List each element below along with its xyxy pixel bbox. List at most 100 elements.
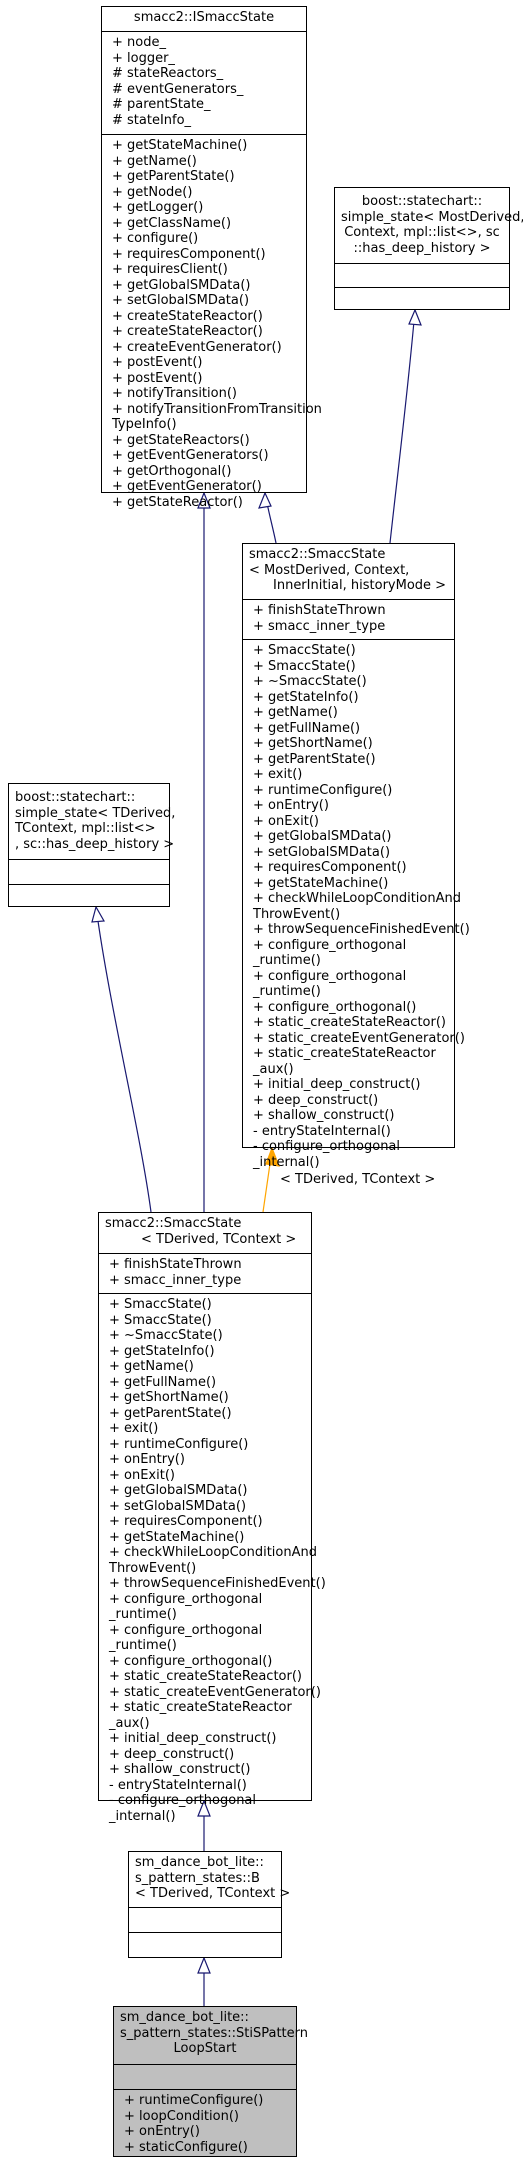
method-entry: + requiresComponent() (109, 1514, 263, 1529)
title-line: boost::statechart:: (15, 790, 136, 805)
class-box-boost-simple-state-deep[interactable]: boost::statechart::simple_state< MostDer… (334, 187, 523, 310)
inheritance-arrowhead (197, 1799, 211, 1817)
inheritance-arrowhead (408, 308, 422, 326)
method-entry: + static_createStateReactor (109, 1700, 292, 1715)
attributes-compartment (335, 263, 509, 287)
methods-compartment: + SmaccState()+ SmaccState()+ ~SmaccStat… (243, 639, 470, 1170)
class-title: boost::statechart::simple_state< TDerive… (9, 784, 175, 859)
class-title: smacc2::SmaccState< MostDerived, Context… (243, 544, 454, 599)
method-entry: + deep_construct() (253, 1092, 379, 1108)
attribute-entry: # eventGenerators_ (112, 81, 244, 97)
method-entry: _runtime() (253, 953, 321, 968)
method-entry: + getName() (253, 705, 338, 720)
method-entry: + static_createStateReactor (253, 1046, 436, 1061)
method-entry: + getGlobalSMData() (109, 1483, 248, 1498)
method-entry: + requiresComponent() (112, 246, 266, 262)
title-line: smacc2::SmaccState (249, 547, 386, 562)
attribute-entry: + smacc_inner_type (253, 618, 386, 634)
title-line: ::has_deep_history > (353, 240, 491, 256)
edge-boost-deep-to-smaccstate-template (389, 309, 416, 544)
method-entry: - entryStateInternal() (253, 1123, 391, 1139)
method-entry: + setGlobalSMData() (112, 293, 250, 308)
method-entry: + checkWhileLoopConditionAnd (109, 1545, 317, 1560)
method-entry: + getStateInfo() (253, 689, 359, 705)
method-entry: + getClassName() (112, 215, 232, 231)
class-box-smaccstate-template[interactable]: smacc2::SmaccState< MostDerived, Context… (242, 543, 470, 1170)
method-entry: + getGlobalSMData() (112, 277, 251, 293)
title-line: sm_dance_bot_lite:: (135, 1855, 264, 1870)
inheritance-arrowhead (258, 491, 272, 509)
method-entry: + onEntry() (109, 1452, 185, 1467)
method-entry: + static_createEventGenerator() (109, 1684, 321, 1700)
method-entry: + getName() (112, 153, 197, 169)
method-entry: + SmaccState() (253, 658, 356, 674)
method-entry: + static_createEventGenerator() (253, 1030, 465, 1046)
method-entry: + createStateReactor() (112, 308, 263, 324)
method-entry: + onEntry() (124, 2124, 200, 2139)
title-line: smacc2::SmaccState (105, 1216, 242, 1231)
method-entry: + configure_orthogonal (253, 937, 407, 953)
title-line: sm_dance_bot_lite:: (120, 2010, 249, 2025)
method-entry: + SmaccState() (253, 643, 356, 658)
attribute-entry: + finishStateThrown (253, 603, 386, 618)
method-entry: + configure() (112, 231, 199, 246)
method-entry: + getStateMachine() (253, 875, 389, 891)
method-entry: _aux() (253, 1061, 294, 1077)
method-entry: + getOrthogonal() (112, 463, 232, 479)
method-entry: _runtime() (253, 984, 321, 999)
method-entry: + runtimeConfigure() (124, 2093, 264, 2108)
method-entry: - configure_orthogonal (109, 1793, 257, 1808)
methods-compartment: + getStateMachine()+ getName()+ getParen… (102, 134, 322, 510)
class-box-isaccstate[interactable]: smacc2::ISmaccState + node_+ logger_# st… (101, 6, 322, 510)
method-entry: + onExit() (109, 1467, 175, 1483)
method-entry: + configure_orthogonal() (253, 999, 417, 1015)
class-box-smaccstate-tderived[interactable]: smacc2::SmaccState< TDerived, TContext >… (98, 1212, 326, 1824)
method-entry: + getLogger() (112, 200, 204, 215)
method-entry: + getStateMachine() (109, 1529, 245, 1545)
method-entry: + postEvent() (112, 355, 203, 370)
method-entry: + staticConfigure() (124, 2139, 248, 2155)
class-title: boost::statechart::simple_state< MostDer… (335, 188, 523, 263)
title-line: < TDerived, TContext > (141, 1231, 297, 1247)
method-entry: + getStateReactor() (112, 494, 243, 510)
method-entry: + runtimeConfigure() (253, 782, 393, 798)
class-box-boost-simple-state-tderived[interactable]: boost::statechart::simple_state< TDerive… (8, 783, 175, 907)
method-entry: + configure_orthogonal (109, 1622, 263, 1638)
method-entry: + runtimeConfigure() (109, 1436, 249, 1452)
method-entry: + onEntry() (253, 798, 329, 813)
methods-compartment (9, 884, 169, 906)
method-entry: + getFullName() (253, 720, 361, 736)
method-entry: _runtime() (109, 1638, 177, 1653)
attributes-compartment: + finishStateThrown+ smacc_inner_type (99, 1253, 311, 1293)
method-entry: + getShortName() (253, 736, 373, 751)
method-entry: + SmaccState() (109, 1312, 212, 1328)
method-entry: + createStateReactor() (112, 324, 263, 339)
attribute-entry: # parentState_ (112, 97, 211, 112)
method-entry: + shallow_construct() (109, 1762, 251, 1777)
attributes-compartment (129, 1907, 281, 1932)
method-entry: + getStateMachine() (112, 138, 248, 153)
class-box-s-pattern-b[interactable]: sm_dance_bot_lite::s_pattern_states::B< … (128, 1851, 291, 1958)
method-entry: _aux() (109, 1715, 150, 1731)
attributes-compartment: + finishStateThrown+ smacc_inner_type (243, 599, 454, 639)
method-entry: + initial_deep_construct() (109, 1731, 277, 1746)
method-entry: + getStateInfo() (109, 1343, 215, 1359)
class-box-sti-pattern-loop-start[interactable]: sm_dance_bot_lite::s_pattern_states::Sti… (113, 2006, 308, 2157)
method-entry: + notifyTransitionFromTransition (112, 401, 322, 417)
method-entry: + getGlobalSMData() (253, 829, 392, 844)
title-line: < TDerived, TContext > (135, 1886, 291, 1901)
attribute-entry: # stateInfo_ (112, 112, 192, 128)
method-entry: + requiresClient() (112, 262, 228, 277)
attribute-entry: + smacc_inner_type (109, 1272, 242, 1288)
inheritance-arrowhead (197, 1956, 211, 1974)
title-line: , sc::has_deep_history > (15, 836, 175, 852)
method-entry: + exit() (109, 1421, 159, 1436)
method-entry: + createEventGenerator() (112, 339, 282, 355)
method-entry: + throwSequenceFinishedEvent() (253, 922, 470, 937)
method-entry: ThrowEvent() (109, 1560, 197, 1576)
method-entry: + getParentState() (112, 169, 235, 184)
method-entry: + getEventGenerator() (112, 479, 262, 494)
method-entry: + static_createStateReactor() (109, 1669, 302, 1684)
template-binding-label: < TDerived, TContext > (280, 1172, 436, 1187)
